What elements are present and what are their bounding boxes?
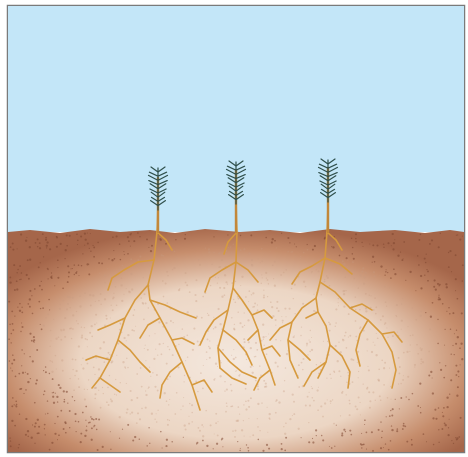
seedlings-illustration <box>0 0 468 457</box>
